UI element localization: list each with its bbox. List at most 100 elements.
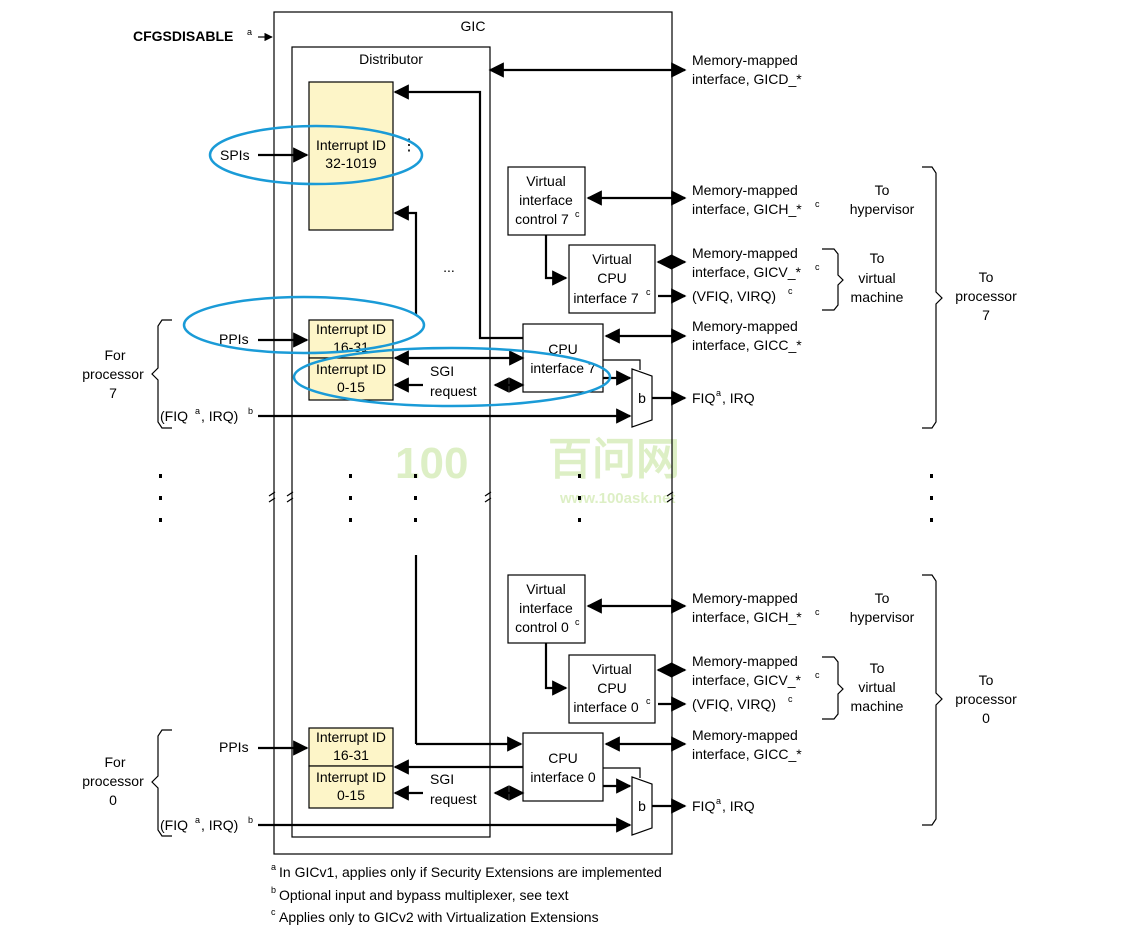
svg-text:b: b [271,885,276,895]
svg-text:CPU: CPU [597,680,627,696]
svg-text:hypervisor: hypervisor [850,201,915,217]
svg-text:0-15: 0-15 [337,379,365,395]
svg-text:processor: processor [955,691,1017,707]
svg-text:a: a [195,406,200,416]
svg-text:control 0: control 0 [515,619,569,635]
svg-text:Memory-mapped: Memory-mapped [692,52,798,68]
svg-text:In GICv1, applies only if Secu: In GICv1, applies only if Security Exten… [279,864,662,880]
bypass-mux-7 [631,368,653,428]
svg-text:(VFIQ, VIRQ): (VFIQ, VIRQ) [692,696,776,712]
svg-text:To: To [870,250,885,266]
svg-text:c: c [788,286,793,296]
svg-text:Applies only to GICv2 with Vir: Applies only to GICv2 with Virtualizatio… [279,909,599,925]
svg-text:, IRQ): , IRQ) [201,408,238,424]
svg-text:a: a [195,815,200,825]
svg-text:a: a [271,862,276,872]
ppi-interrupt-box-0 [308,727,394,767]
svg-text:, IRQ: , IRQ [722,798,755,814]
gic-box [273,11,673,855]
svg-text:interface 0: interface 0 [573,699,639,715]
svg-text:Interrupt ID: Interrupt ID [316,321,386,337]
svg-text:Interrupt ID: Interrupt ID [316,769,386,785]
svg-text:To: To [979,672,994,688]
svg-text:(FIQ: (FIQ [160,817,188,833]
svg-text:hypervisor: hypervisor [850,609,915,625]
distributor-box [291,46,491,838]
svg-text:Memory-mapped: Memory-mapped [692,590,798,606]
svg-text:virtual: virtual [858,270,895,286]
svg-text:CPU: CPU [548,341,578,357]
svg-text:virtual: virtual [858,679,895,695]
continuation-dots [159,474,933,522]
svg-text:interface, GICC_*: interface, GICC_* [692,746,802,762]
svg-text:Memory-mapped: Memory-mapped [692,318,798,334]
ppis-label-0: PPIs [219,739,249,755]
svg-text:interface: interface [519,600,573,616]
svg-text:b: b [638,798,646,814]
svg-text:interface, GICV_*: interface, GICV_* [692,672,801,688]
svg-text:interface: interface [519,192,573,208]
svg-text:To: To [875,590,890,606]
svg-text:interface 0: interface 0 [530,769,596,785]
svg-text:, IRQ): , IRQ) [201,817,238,833]
svg-text:To: To [979,269,994,285]
svg-text:For: For [105,347,126,363]
svg-text:c: c [815,199,820,209]
svg-text:a: a [716,796,721,806]
gic-label: GIC [461,18,486,34]
svg-text:machine: machine [851,289,904,305]
footnotes: a In GICv1, applies only if Security Ext… [271,862,662,925]
svg-text:Interrupt ID: Interrupt ID [316,729,386,745]
svg-text:Virtual: Virtual [592,661,631,677]
svg-text:a: a [247,27,252,37]
svg-text:(VFIQ, VIRQ): (VFIQ, VIRQ) [692,288,776,304]
distributor-label: Distributor [359,51,423,67]
svg-text:0-15: 0-15 [337,787,365,803]
svg-text:Interrupt ID: Interrupt ID [316,137,386,153]
svg-text:interface, GICD_*: interface, GICD_* [692,71,802,87]
svg-text:To: To [875,182,890,198]
svg-text:b: b [248,406,253,416]
svg-text:To: To [870,660,885,676]
bypass-mux-0 [631,776,653,836]
svg-text:c: c [815,262,820,272]
svg-text:For: For [105,754,126,770]
svg-text:7: 7 [109,385,117,401]
svg-text:a: a [716,388,721,398]
svg-text:, IRQ: , IRQ [722,390,755,406]
svg-text:⋮: ⋮ [401,137,417,154]
watermark: 100 百问网 www.100ask.net [395,435,680,507]
svg-text:32-1019: 32-1019 [325,155,377,171]
svg-text:b: b [248,815,253,825]
cfgsdisable-label: CFGSDISABLE [133,28,233,44]
svg-text:Memory-mapped: Memory-mapped [692,653,798,669]
virtual-interface-control-7 [507,166,586,236]
highlight-sgi [292,346,612,408]
svg-text:c: c [575,209,580,219]
ppis-label-7: PPIs [219,331,249,347]
svg-text:interface 7: interface 7 [573,290,639,306]
cpu-interface-0 [522,732,604,802]
svg-text:Memory-mapped: Memory-mapped [692,245,798,261]
svg-text:processor: processor [82,773,144,789]
svg-text:c: c [575,617,580,627]
svg-text:c: c [646,696,651,706]
svg-text:0: 0 [109,792,117,808]
sgi-interrupt-box-0 [308,765,394,809]
svg-text:c: c [788,694,793,704]
svg-text:interface, GICH_*: interface, GICH_* [692,609,802,625]
cpu-interface-7 [522,323,604,393]
svg-text:request: request [430,383,477,399]
svg-text:c: c [815,670,820,680]
svg-text:c: c [271,907,276,917]
svg-text:Optional input and bypass mult: Optional input and bypass multiplexer, s… [279,887,569,903]
svg-text:Virtual: Virtual [592,251,631,267]
svg-text:Memory-mapped: Memory-mapped [692,182,798,198]
svg-text:processor: processor [955,288,1017,304]
svg-text:machine: machine [851,698,904,714]
svg-text:...: ... [443,259,455,275]
spi-interrupt-box [308,81,394,231]
highlight-spis [208,124,424,186]
svg-text:c: c [815,607,820,617]
